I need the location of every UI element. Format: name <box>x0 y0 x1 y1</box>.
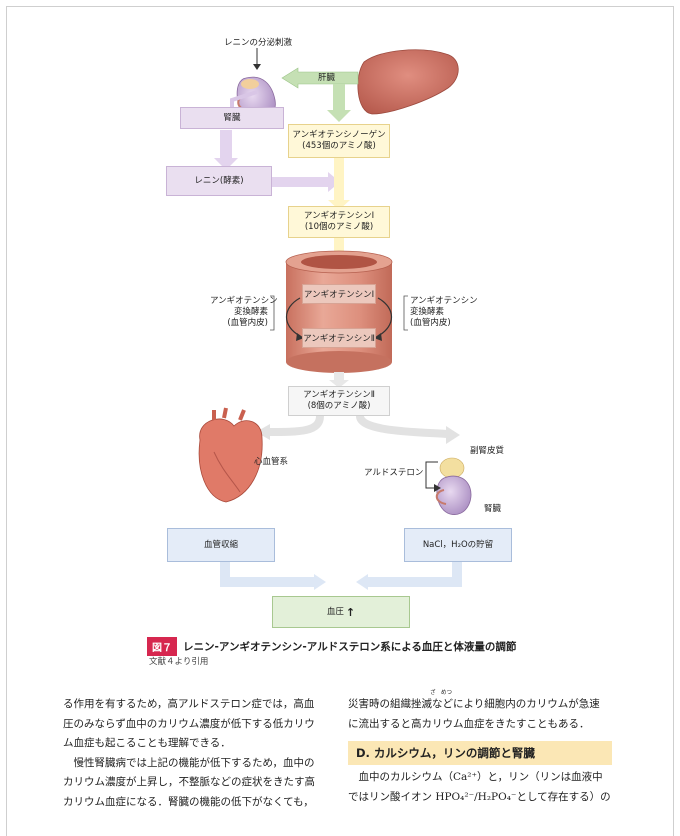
ang1-sub: (10個のアミノ酸) <box>304 222 374 232</box>
renin-flow-arrows <box>214 90 340 192</box>
vasoconstriction-label: 血管収縮 <box>203 539 238 550</box>
ace-left-label: アンギオテンシン 変換酵素 (血管内皮) <box>210 296 278 329</box>
kidney-box-label: 腎臓 <box>223 112 241 123</box>
blood-vessel-illustration <box>285 250 393 373</box>
figure-source: 文献４より引用 <box>149 657 209 667</box>
adrenal-kidney-illustration <box>435 457 472 515</box>
vessel-ang2: アンギオテンシンⅡ <box>302 328 376 348</box>
right-line-4: ではリン酸イオン HPO₄²⁻/H₂PO₄⁻として存在する）の <box>348 790 611 803</box>
ang1-box: アンギオテンシンⅠ (10個のアミノ酸) <box>288 206 390 238</box>
ang2-box: アンギオテンシンⅡ (8個のアミノ酸) <box>288 386 390 416</box>
ace-left-line2: 変換酵素 <box>233 307 268 317</box>
blood-pressure-box: 血圧 ↑ <box>272 596 410 628</box>
angiotensinogen-sub: (453個のアミノ酸) <box>302 141 376 151</box>
kidney-label-2: 腎臓 <box>484 504 502 514</box>
aldosterone-label: アルドステロン <box>364 468 424 478</box>
angiotensinogen-box: アンギオテンシノーゲン (453個のアミノ酸) <box>288 124 390 158</box>
ang2-branch-arrows <box>256 414 460 444</box>
ace-left-line3: (血管内皮) <box>227 318 268 328</box>
figure-diagram <box>198 48 472 590</box>
liver-arrow <box>281 67 359 122</box>
ace-right-line3: (血管内皮) <box>410 318 451 328</box>
right-line-1: 災害時の組織挫滅などにより細胞内のカリウムが急速 <box>348 698 600 710</box>
kidney-box: 腎臓 <box>180 107 284 129</box>
renin-stimulus-label: レニンの分泌刺激 <box>224 38 293 48</box>
ace-brackets <box>270 295 408 331</box>
up-arrow-icon: ↑ <box>345 605 356 619</box>
blood-pressure-label: 血圧 <box>326 606 344 617</box>
ace-right-line2: 変換酵素 <box>410 307 445 317</box>
retention-label: NaCl，H₂Oの貯留 <box>422 539 494 550</box>
left-line-3: ム血症も起こることも理解できる． <box>63 737 231 749</box>
section-heading: D. カルシウム，リンの調節と腎臓 <box>348 741 612 765</box>
renin-label: レニン(酵素) <box>194 175 244 186</box>
body-left-column: る作用を有するため，高アルドステロン症では，高血 圧のみならず血中のカリウム濃度… <box>63 695 335 812</box>
ang2-sub: (8個のアミノ酸) <box>307 401 371 411</box>
ace-right-line1: アンギオテンシン <box>410 296 478 306</box>
liver-label: 肝臓 <box>318 73 336 83</box>
angiotensinogen-label: アンギオテンシノーゲン <box>292 130 386 140</box>
ruby-text: ざ めつ <box>430 690 453 696</box>
body-right-column: 災害時の組織挫滅などにより細胞内のカリウムが急速 に流出すると高カリウム血症をき… <box>348 695 620 734</box>
body-right-column-2: 血中のカルシウム（Ca²⁺）と，リン（リンは血液中 ではリン酸イオン HPO₄²… <box>348 768 620 807</box>
vessel-ang2-label: アンギオテンシンⅡ <box>303 334 375 344</box>
page-frame <box>6 6 674 836</box>
heart-illustration <box>198 407 263 503</box>
ace-right-label: アンギオテンシン 変換酵素 (血管内皮) <box>410 296 478 329</box>
left-line-2: 圧のみならず血中のカリウム濃度が低下する低カリウ <box>63 717 315 730</box>
left-line-6: カリウム血症になる．腎臓の機能の低下がなくても， <box>63 795 314 808</box>
adrenal-label: 副腎皮質 <box>470 446 505 456</box>
main-flow-arrows <box>328 158 350 262</box>
ang2-label: アンギオテンシンⅡ <box>303 390 375 400</box>
effect-arrows <box>220 562 462 590</box>
vessel-ang1: アンギオテンシンⅠ <box>302 284 376 304</box>
vasoconstriction-box: 血管収縮 <box>167 528 275 562</box>
ace-left-line1: アンギオテンシン <box>210 296 278 306</box>
left-line-4: 慢性腎臓病では上記の機能が低下するため，血中の <box>63 756 315 769</box>
right-line-3: 血中のカルシウム（Ca²⁺）と，リン（リンは血液中 <box>348 771 603 783</box>
stimulus-arrow <box>253 48 261 70</box>
right-line-2: に流出すると高カリウム血症をきたすこともある． <box>348 717 590 730</box>
renin-box: レニン(酵素) <box>166 166 272 196</box>
figure-caption: 図７ レニン-アンギオテンシン-アルドステロン系による血圧と体液量の調節 <box>147 637 516 656</box>
figure-number-badge: 図７ <box>147 637 177 656</box>
left-line-5: カリウム濃度が上昇し，不整脈などの症状をきたす高 <box>63 776 315 788</box>
liver-illustration <box>357 49 459 115</box>
ang2-arrow <box>329 372 349 388</box>
aldosterone-arrow <box>425 461 441 492</box>
left-line-1: る作用を有するため，高アルドステロン症では，高血 <box>63 698 315 710</box>
cardio-label: 心血管系 <box>254 457 289 467</box>
retention-box: NaCl，H₂Oの貯留 <box>404 528 512 562</box>
figure-title: レニン-アンギオテンシン-アルドステロン系による血圧と体液量の調節 <box>183 641 517 653</box>
vessel-ang1-label: アンギオテンシンⅠ <box>303 290 375 300</box>
ang1-label: アンギオテンシンⅠ <box>303 211 375 221</box>
